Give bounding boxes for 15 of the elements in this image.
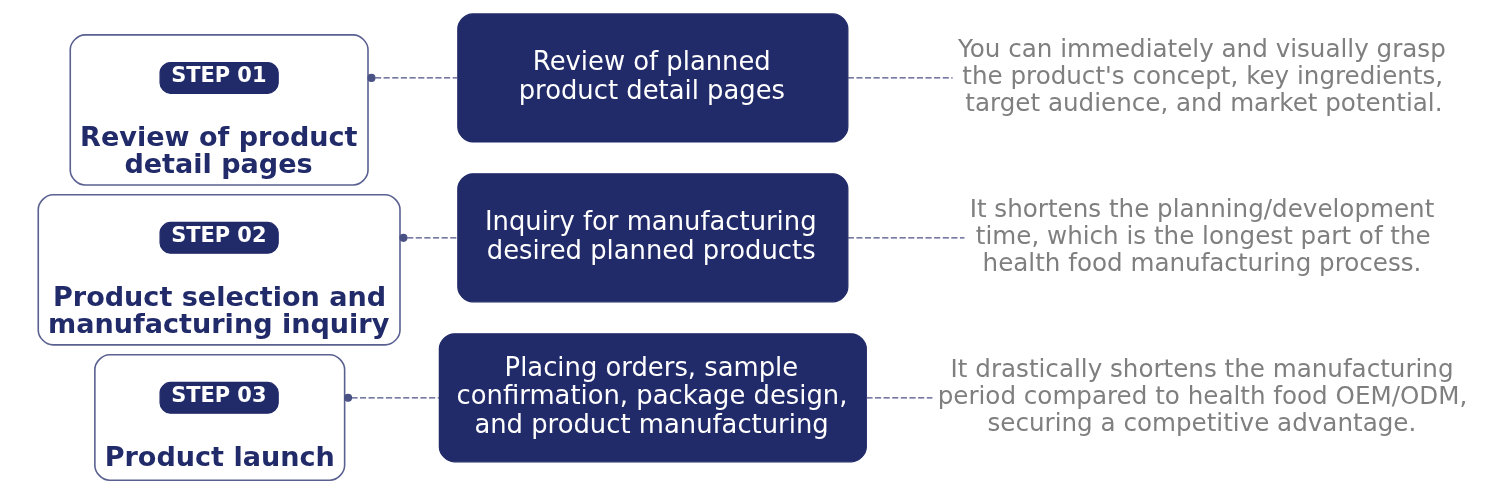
- connector: [398, 233, 458, 242]
- node-box: STEP 01: [158, 61, 279, 94]
- connector: [846, 76, 953, 78]
- node-box: Review of planned product detail pages: [456, 12, 848, 142]
- node-text: You can immediately and visually grasp the product's concept, key ingredients, target audience, and market potential.: [957, 33, 1446, 117]
- node-text: It drastically shortens the manufacturing period compared to health food OEM/ODM, securing a competitive advantage.: [937, 353, 1467, 437]
- connector: [343, 393, 440, 402]
- node-box: STEP 02: [158, 221, 279, 254]
- node-box: Inquiry for manufacturing desired planned products: [456, 172, 848, 302]
- connector: [865, 396, 933, 398]
- node-box: Placing orders, sample confirmation, package design, and product manufacturing: [438, 332, 867, 462]
- node-box: STEP 03: [158, 381, 279, 414]
- connector: [366, 73, 458, 82]
- connector: [846, 236, 965, 238]
- node-text: It shortens the planning/development time, which is the longest part of the health food manufacturing process.: [969, 193, 1434, 277]
